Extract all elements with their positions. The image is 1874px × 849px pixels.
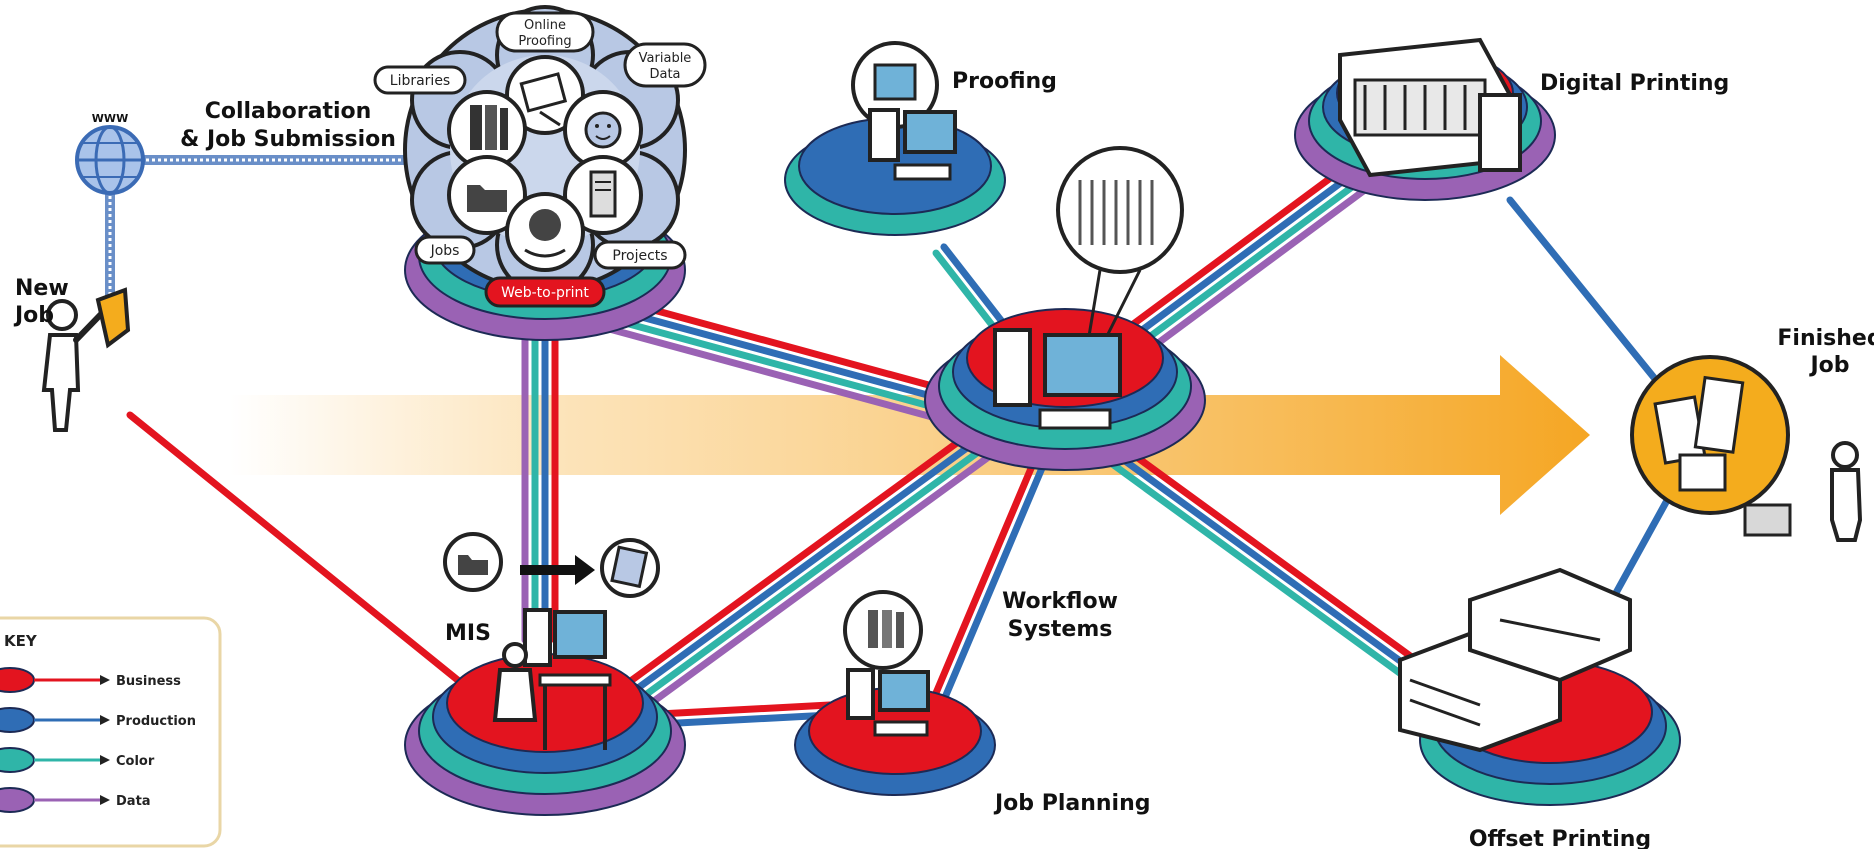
finished-job-icon xyxy=(1630,355,1790,515)
connection-5-data xyxy=(1115,168,1393,376)
proofing-computer-icon xyxy=(851,41,957,181)
hub-pill-label: Libraries xyxy=(390,73,450,89)
svg-text:Finished: Finished xyxy=(1777,326,1874,351)
connection-2-business xyxy=(617,414,995,692)
legend-label: Production xyxy=(116,714,196,729)
projects-server-icon xyxy=(563,155,643,235)
svg-text:Workflow: Workflow xyxy=(1002,589,1118,614)
connection-7-business xyxy=(921,454,1039,722)
new-job-person-icon xyxy=(41,287,131,432)
svg-text:& Job Submission: & Job Submission xyxy=(180,127,396,152)
legend-item-color: Color xyxy=(0,747,155,773)
process-flow-arrow xyxy=(230,355,1590,515)
online-proofing-icon xyxy=(505,55,585,135)
connection-0-data xyxy=(552,310,1000,438)
legend-swatch xyxy=(0,667,35,693)
mis-transfer-icon xyxy=(443,532,660,598)
hub-pill-1: Libraries xyxy=(373,65,467,95)
legend-item-data: Data xyxy=(0,787,151,813)
hub-pill-label: Data xyxy=(649,67,680,82)
legend-swatch xyxy=(0,787,35,813)
jobs-folder-icon xyxy=(447,155,527,235)
legend-arrowhead xyxy=(100,795,110,805)
hub-pill-label: Variable xyxy=(639,51,692,66)
legend-label: Data xyxy=(116,794,151,809)
hub-pill-label: Projects xyxy=(612,248,667,264)
libraries-icon xyxy=(447,90,527,170)
hub-pill-label: Proofing xyxy=(518,34,571,49)
legend-title: KEY xyxy=(4,632,38,650)
www-link xyxy=(105,155,440,320)
legend-arrowhead xyxy=(100,675,110,685)
svg-text:Job: Job xyxy=(1808,353,1849,378)
svg-text:Systems: Systems xyxy=(1008,617,1113,642)
connection-5-production xyxy=(1103,152,1381,360)
connection-7-production xyxy=(931,458,1049,726)
connection-2-color xyxy=(629,430,1007,708)
connection-2-data xyxy=(635,438,1013,716)
legend-swatch xyxy=(0,707,35,733)
connection-6-production xyxy=(1106,446,1444,694)
mis-workstation-icon xyxy=(492,608,612,750)
connection-lines xyxy=(126,144,1674,729)
job-planning-computer-icon xyxy=(843,590,930,737)
hub-pill-5: Web-to-print xyxy=(484,276,606,308)
connection-8-production xyxy=(1506,196,1664,389)
connection-2-production xyxy=(623,422,1001,700)
digital-printing-label: Digital Printing xyxy=(1540,71,1729,96)
offset-printing-label: Offset Printing xyxy=(1469,827,1651,849)
legend-label: Business xyxy=(116,674,181,689)
connection-10-business xyxy=(126,411,474,694)
hub-pill-4: Projects xyxy=(593,240,687,270)
globe-icon xyxy=(505,192,585,272)
connection-3-business xyxy=(636,701,834,719)
svg-text:Job: Job xyxy=(13,303,54,328)
offset-press-icon xyxy=(1398,567,1632,753)
workflow-server-icon xyxy=(993,146,1184,430)
hub-pill-label: Web-to-print xyxy=(501,285,589,301)
www-globe: WWW xyxy=(75,112,145,195)
finished-job-label: Finished Job xyxy=(1777,326,1874,378)
svg-text:Collaboration: Collaboration xyxy=(205,99,372,124)
new-job-label: New Job xyxy=(13,276,69,328)
hub-pill-3: Jobs xyxy=(414,235,476,265)
job-planning-label: Job Planning xyxy=(993,791,1151,816)
mis-label: MIS xyxy=(445,621,491,646)
connection-5-business xyxy=(1097,144,1375,352)
www-label: WWW xyxy=(92,112,128,125)
hub-pill-label: Online xyxy=(524,18,566,33)
legend-label: Color xyxy=(116,754,155,769)
legend-item-production: Production xyxy=(0,707,196,733)
proofing-label: Proofing xyxy=(952,69,1057,94)
legend-arrowhead xyxy=(100,715,110,725)
legend-item-business: Business xyxy=(0,667,181,693)
connection-5-color xyxy=(1109,160,1387,368)
digital-printer-icon xyxy=(1338,37,1522,178)
finished-job-person-icon xyxy=(1743,441,1863,542)
connection-6-business xyxy=(1112,438,1450,686)
connection-6-color xyxy=(1100,454,1438,702)
collaboration-label: Collaboration & Job Submission xyxy=(180,99,396,152)
workflow-systems-label: Workflow Systems xyxy=(1002,589,1118,642)
svg-text:New: New xyxy=(15,276,69,301)
legend-arrowhead xyxy=(100,755,110,765)
legend-swatch xyxy=(0,747,35,773)
hub-pill-label: Jobs xyxy=(430,243,460,259)
